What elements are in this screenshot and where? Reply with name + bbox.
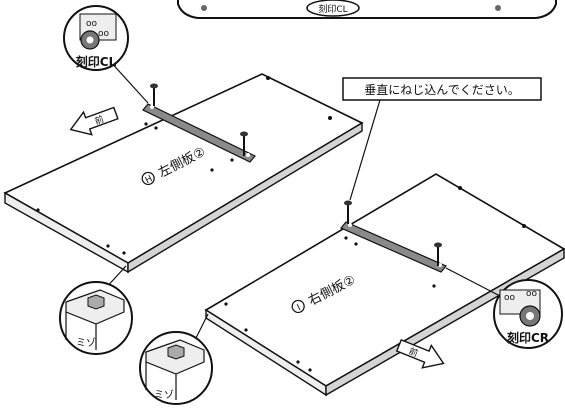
panel-marker <box>291 299 305 314</box>
groove-detail-right: ミゾ <box>139 313 213 405</box>
panel-marker-label: I <box>296 303 303 313</box>
groove-label-right: ミゾ <box>154 389 174 401</box>
left-side-panel: H 左側板② <box>3 73 364 274</box>
svg-text:oo: oo <box>526 289 538 299</box>
screw-icon <box>150 83 158 106</box>
previous-stamp-label: 刻印CL <box>318 3 347 15</box>
vertical-instruction-text: 垂直にねじ込んでください。 <box>364 83 519 97</box>
screw-icon <box>201 5 207 11</box>
groove-label-left: ミゾ <box>76 337 96 349</box>
screw-icon <box>434 242 442 266</box>
front-direction-arrow: 前 <box>395 338 445 369</box>
front-label-left: 前 <box>93 113 106 127</box>
stamp-cl-label: 刻印CL <box>76 54 117 69</box>
right-side-panel: I 右側板② <box>204 173 565 397</box>
bracket-rail <box>340 221 447 273</box>
svg-text:oo: oo <box>504 293 516 303</box>
front-direction-arrow: 前 <box>69 106 119 136</box>
screw-icon <box>495 5 501 11</box>
previous-stamp-oval <box>306 0 360 17</box>
stamp-cr-callout: oo oo 刻印CR <box>445 267 563 349</box>
svg-text:oo: oo <box>98 29 110 39</box>
previous-step-box: 刻印CL <box>177 0 557 19</box>
stamp-cr-label: 刻印CR <box>507 330 549 345</box>
front-label-right: 前 <box>407 345 420 360</box>
panel-marker <box>141 171 155 186</box>
groove-detail-left: ミゾ <box>59 265 133 355</box>
vertical-instruction-callout: 垂直にねじ込んでください。 <box>342 77 542 201</box>
panel-marker-label: H <box>144 174 155 186</box>
svg-text:oo: oo <box>86 19 98 29</box>
screw-icon <box>240 131 248 156</box>
stamp-cl-callout: oo oo 刻印CL <box>63 5 149 104</box>
screw-icon <box>344 200 352 224</box>
bracket-rail <box>142 103 256 163</box>
